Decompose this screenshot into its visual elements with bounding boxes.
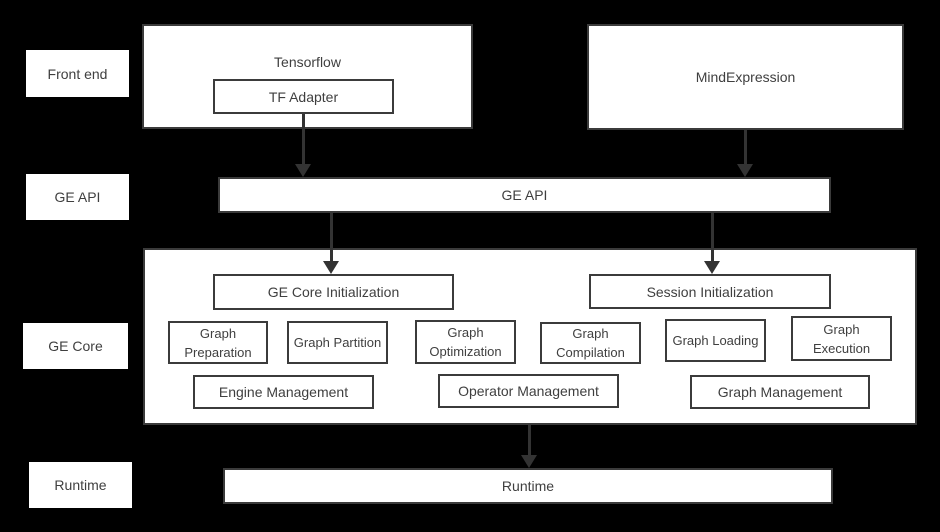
arrow-head-icon xyxy=(521,455,537,468)
graph-optimization-box: Graph Optimization xyxy=(415,320,516,364)
engine-management-box: Engine Management xyxy=(193,375,374,409)
arrow-mindexpression-to-ge-api xyxy=(737,130,753,177)
runtime-box: Runtime xyxy=(223,468,833,504)
mindexpression-box: MindExpression xyxy=(587,24,904,130)
layer-label-runtime: Runtime xyxy=(29,462,132,508)
ge-core-initialization-box: GE Core Initialization xyxy=(213,274,454,310)
arrow-head-icon xyxy=(737,164,753,177)
graph-preparation-box: Graph Preparation xyxy=(168,321,268,364)
arrow-stem xyxy=(743,130,747,164)
arrow-ge-core-to-runtime xyxy=(521,425,537,468)
arrow-stem xyxy=(527,425,531,455)
layer-label-front-end: Front end xyxy=(26,50,129,97)
graph-loading-box: Graph Loading xyxy=(665,319,766,362)
ge-core-box: GE Core Initialization Session Initializ… xyxy=(143,248,917,425)
graph-execution-box: Graph Execution xyxy=(791,316,892,361)
session-initialization-box: Session Initialization xyxy=(589,274,831,309)
arrow-stem xyxy=(301,114,305,164)
graph-management-box: Graph Management xyxy=(690,375,870,409)
arrow-ge-api-to-session-initialization xyxy=(704,213,720,274)
tensorflow-box: Tensorflow TF Adapter xyxy=(142,24,473,129)
layer-label-ge-core: GE Core xyxy=(23,323,128,369)
layer-label-ge-api: GE API xyxy=(26,174,129,220)
arrow-stem xyxy=(329,213,333,261)
graph-partition-box: Graph Partition xyxy=(287,321,388,364)
tensorflow-label: Tensorflow xyxy=(274,54,341,70)
arrow-head-icon xyxy=(704,261,720,274)
arrow-head-icon xyxy=(295,164,311,177)
arrow-stem xyxy=(710,213,714,261)
arrow-tf-adapter-to-ge-api xyxy=(295,114,311,177)
arrow-head-icon xyxy=(323,261,339,274)
graph-compilation-box: Graph Compilation xyxy=(540,322,641,364)
ge-api-box: GE API xyxy=(218,177,831,213)
arrow-ge-api-to-ge-core-initialization xyxy=(323,213,339,274)
operator-management-box: Operator Management xyxy=(438,374,619,408)
tf-adapter-box: TF Adapter xyxy=(213,79,394,114)
